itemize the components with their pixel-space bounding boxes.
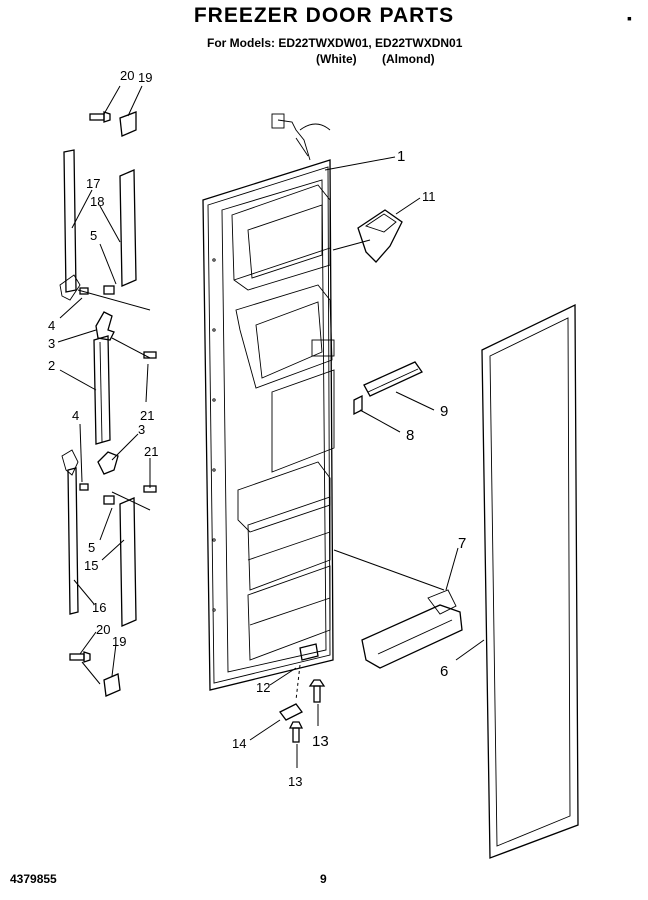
page-title: FREEZER DOOR PARTS bbox=[193, 4, 455, 27]
callout-18: 18 bbox=[90, 194, 104, 209]
lower-screw bbox=[69, 651, 91, 663]
hinge-pin-block bbox=[279, 703, 303, 721]
callout-11: 11 bbox=[422, 189, 436, 204]
page-number: 9 bbox=[320, 872, 327, 886]
callout-4-upper: 4 bbox=[48, 318, 55, 333]
bottom-hinge-bracket bbox=[295, 643, 319, 701]
lower-mount-screws bbox=[79, 483, 157, 505]
callout-2: 2 bbox=[48, 358, 55, 373]
callout-12: 12 bbox=[256, 680, 270, 695]
callout-4-lower: 4 bbox=[72, 408, 79, 423]
upper-mount-screws bbox=[79, 285, 115, 295]
callout-7: 7 bbox=[458, 535, 466, 552]
door-bin bbox=[361, 589, 463, 669]
callout-16: 16 bbox=[92, 600, 106, 615]
door-gasket bbox=[481, 303, 579, 859]
handle-rail bbox=[93, 335, 111, 445]
callout-19-bottom: 19 bbox=[112, 634, 126, 649]
dispenser-chute bbox=[357, 209, 403, 263]
callout-3-lower: 3 bbox=[138, 422, 145, 437]
callout-13-bottom: 13 bbox=[288, 774, 302, 789]
side-screw-upper bbox=[143, 351, 157, 359]
callout-17: 17 bbox=[86, 176, 100, 191]
callout-14: 14 bbox=[232, 736, 246, 751]
callout-5-upper: 5 bbox=[90, 228, 97, 243]
lower-handle-cap bbox=[103, 673, 121, 697]
callout-labels: 1 11 9 8 7 6 12 13 14 13 20 19 17 18 5 4… bbox=[48, 68, 466, 789]
upper-handle-bracket bbox=[95, 311, 115, 341]
upper-handle-cap bbox=[119, 111, 137, 137]
upper-handle-trim bbox=[59, 149, 81, 301]
callout-19-top: 19 bbox=[138, 70, 152, 85]
corner-mark: ▪ bbox=[627, 10, 632, 26]
leader-lines bbox=[57, 85, 485, 768]
callout-9: 9 bbox=[440, 403, 448, 420]
callout-8: 8 bbox=[406, 427, 414, 444]
callout-20-bottom: 20 bbox=[96, 622, 110, 637]
callout-5-lower: 5 bbox=[88, 540, 95, 555]
models-line: For Models: ED22TWXDW01, ED22TWXDN01 bbox=[207, 36, 463, 50]
upper-screw bbox=[89, 111, 111, 123]
model-variants: (White) (Almond) bbox=[316, 52, 457, 66]
upper-handle-strip bbox=[119, 169, 137, 287]
callout-21-lower: 21 bbox=[144, 444, 158, 459]
variant-almond: (Almond) bbox=[382, 52, 435, 66]
callout-1: 1 bbox=[397, 148, 405, 165]
lower-handle-strip bbox=[119, 497, 137, 627]
lower-handle-bracket bbox=[97, 451, 119, 475]
chute-door-trim bbox=[363, 361, 423, 397]
callout-6: 6 bbox=[440, 663, 448, 680]
hinge-screw-lower bbox=[288, 721, 304, 743]
lower-handle-trim bbox=[61, 449, 79, 615]
variant-white: (White) bbox=[316, 52, 357, 66]
callout-21-upper: 21 bbox=[140, 408, 154, 423]
callout-13-right: 13 bbox=[312, 733, 329, 750]
callout-15: 15 bbox=[84, 558, 98, 573]
callout-3-upper: 3 bbox=[48, 336, 55, 351]
callout-20-top: 20 bbox=[120, 68, 134, 83]
trim-clip bbox=[353, 394, 363, 416]
document-number: 4379855 bbox=[10, 872, 57, 886]
freezer-door-liner bbox=[202, 113, 335, 691]
hinge-screw bbox=[308, 679, 326, 703]
